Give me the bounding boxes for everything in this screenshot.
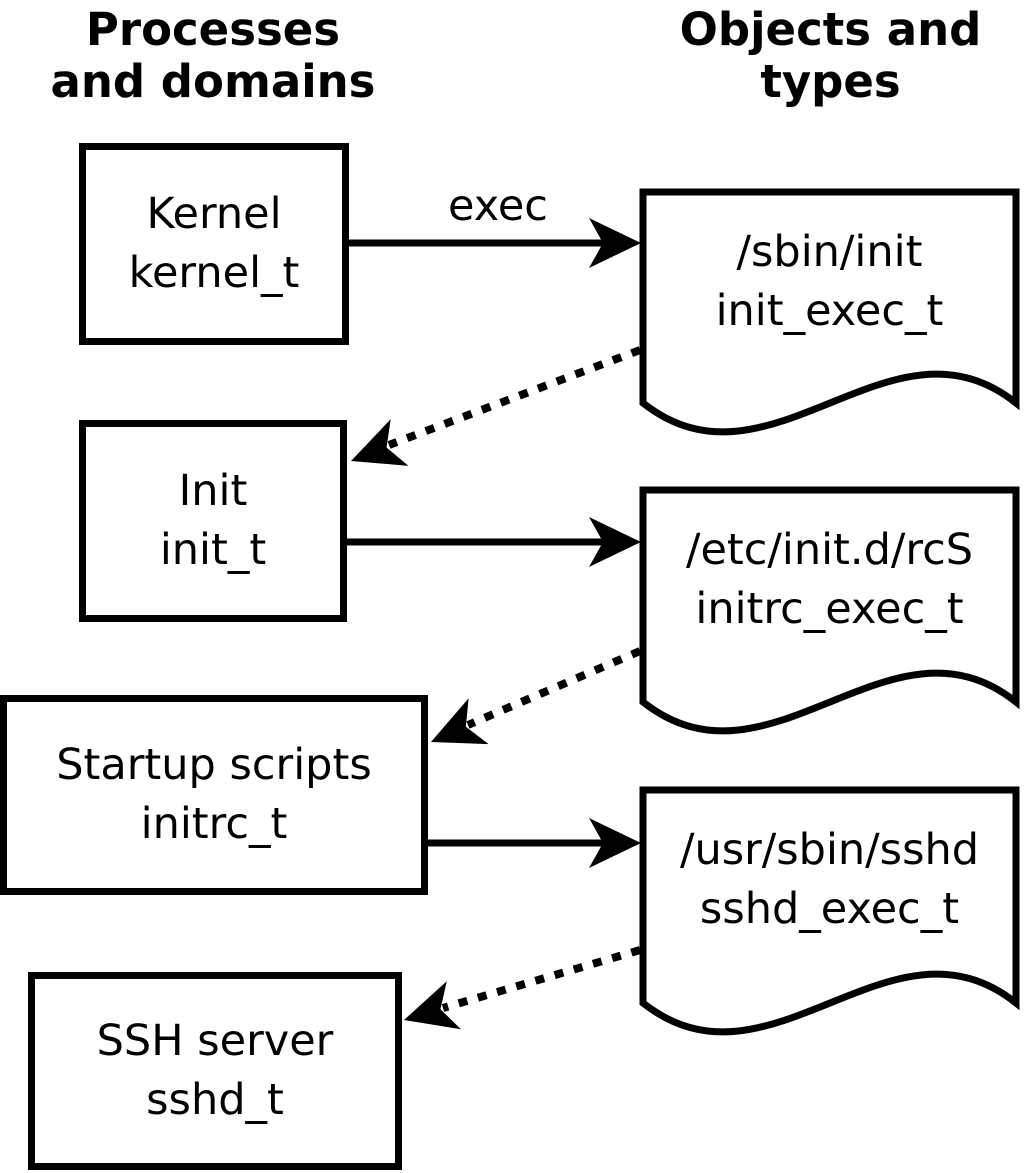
column-header-processes-line1: Processes xyxy=(85,3,341,56)
transition-arrow-sbin-init-to-init-domain xyxy=(351,346,642,466)
object-label-etc-initd-rcs: /etc/init.d/rcS initrc_exec_t xyxy=(643,490,1016,670)
process-label-startup-scripts: Startup scripts initrc_t xyxy=(0,695,428,895)
arrowhead-icon xyxy=(589,818,641,868)
process-name: Startup scripts xyxy=(56,740,372,790)
document-shape-usr-sbin-sshd xyxy=(639,786,1020,1036)
process-label-kernel: Kernel kernel_t xyxy=(79,143,349,345)
exec-arrow-label: exec xyxy=(448,181,548,231)
object-label-sbin-init: /sbin/init init_exec_t xyxy=(643,192,1016,372)
object-type: initrc_exec_t xyxy=(695,584,964,634)
object-type: init_exec_t xyxy=(715,286,944,336)
object-type: sshd_exec_t xyxy=(699,884,960,934)
exec-arrow-init-to-rcs xyxy=(346,517,641,567)
process-label-ssh-server: SSH server sshd_t xyxy=(28,972,402,1170)
process-type: initrc_t xyxy=(140,799,288,849)
arrowhead-icon xyxy=(351,419,409,466)
column-header-processes-line2: and domains xyxy=(50,55,376,108)
arrowhead-icon xyxy=(589,218,641,268)
process-box-ssh-server xyxy=(28,972,402,1170)
process-type: kernel_t xyxy=(128,248,300,298)
process-box-startup-scripts xyxy=(0,695,428,895)
column-header-processes: Processes and domains xyxy=(18,4,408,108)
column-header-objects: Objects and types xyxy=(637,4,1024,108)
exec-arrow-initrc-to-sshd xyxy=(427,818,641,868)
arrowhead-icon xyxy=(404,981,461,1030)
object-path: /etc/init.d/rcS xyxy=(685,525,974,575)
document-shape-etc-initd-rcs xyxy=(639,486,1020,735)
column-header-objects-line2: types xyxy=(760,55,901,108)
process-name: Init xyxy=(178,466,248,516)
object-label-usr-sbin-sshd: /usr/sbin/sshd sshd_exec_t xyxy=(643,790,1016,970)
transition-arrow-rcs-to-initrc-domain xyxy=(431,647,642,745)
process-label-init: Init init_t xyxy=(79,420,347,622)
process-box-init xyxy=(79,420,347,622)
arrowhead-icon xyxy=(431,698,489,745)
process-type: sshd_t xyxy=(146,1075,284,1125)
column-header-objects-line1: Objects and xyxy=(679,3,982,56)
process-type: init_t xyxy=(159,525,267,575)
object-path: /sbin/init xyxy=(736,227,923,277)
exec-arrow-kernel-to-sbin-init xyxy=(349,218,641,268)
object-path: /usr/sbin/sshd xyxy=(679,825,980,875)
process-box-kernel xyxy=(79,143,349,345)
document-shape-sbin-init xyxy=(639,188,1020,436)
process-name: Kernel xyxy=(146,189,282,239)
arrowhead-icon xyxy=(589,517,641,567)
process-name: SSH server xyxy=(96,1016,334,1066)
transition-arrow-sshd-to-sshd-domain xyxy=(404,946,642,1030)
